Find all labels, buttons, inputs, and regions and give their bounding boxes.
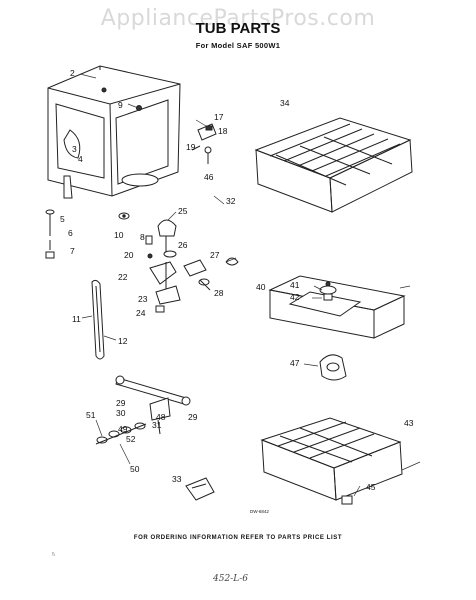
callout-49: 49 [118,424,128,434]
tub-assembly [47,65,181,197]
part-33 [185,477,215,501]
callout-40: 40 [256,282,266,292]
watermark: AppliancePartsPros.com [100,6,376,31]
callout-6: 6 [68,228,73,238]
callout-30: 30 [116,408,126,418]
callout-2: 2 [70,68,75,78]
callout-41: 41 [290,280,300,290]
callout-42: 42 [290,292,300,302]
upper-rack-34 [254,117,413,213]
lower-spray-arm-box [268,275,406,339]
spray-arm-hub-47 [319,354,347,381]
callout-43: 43 [404,418,414,428]
figure-code: DW-6842 [250,509,269,514]
callout-9: 9 [118,100,123,110]
nozzle-parts-49-52 [95,422,147,445]
pump-assembly [145,219,181,313]
callout-5: 5 [60,214,65,224]
callout-31: 31 [152,420,162,430]
callout-20: 20 [124,250,134,260]
callout-45: 45 [366,482,376,492]
callout-labels: 2 3 4 5 6 7 8 9 10 11 12 17 18 19 20 22 … [60,68,414,492]
callout-11: 11 [72,314,81,324]
callout-10: 10 [114,230,124,240]
callout-8: 8 [140,232,145,242]
callout-27: 27 [210,250,220,260]
bracket-17-18 [191,123,217,164]
callout-33: 33 [172,474,182,484]
drain-parts-left [45,175,73,259]
ordering-footer-note: FOR ORDERING INFORMATION REFER TO PARTS … [133,535,343,541]
callout-25: 25 [178,206,188,216]
margin-mark: \\ [52,552,55,558]
valve-parts-27-28 [183,257,239,291]
callout-51: 51 [86,410,96,420]
callout-3: 3 [72,144,77,154]
lower-rack-43 [260,417,403,505]
leader-lines [79,73,421,497]
callout-4: 4 [78,154,83,164]
callout-22: 22 [118,272,128,282]
screw-9 [136,105,142,111]
callout-28: 28 [214,288,224,298]
callout-26: 26 [178,240,188,250]
callout-24: 24 [136,308,146,318]
callout-29a: 29 [116,398,126,408]
handwritten-note: 452-L-6 [213,574,248,584]
fastener-10 [118,212,130,220]
callout-52: 52 [126,434,136,444]
callout-48: 48 [156,412,166,422]
callout-23: 23 [138,294,148,304]
diagram-subtitle: For Model SAF 500W1 [195,41,281,50]
spray-tube-assembly [115,375,191,435]
callout-19: 19 [186,142,196,152]
callout-47: 47 [290,358,300,368]
callout-12: 12 [118,336,128,346]
gasket-11-12 [91,279,105,360]
callout-17: 17 [214,112,224,122]
callout-18: 18 [218,126,228,136]
callout-50: 50 [130,464,140,474]
diagram-title: TUB PARTS [195,20,281,37]
callout-46: 46 [204,172,214,182]
callout-32: 32 [226,196,236,206]
callout-29b: 29 [188,412,198,422]
callout-34: 34 [280,98,290,108]
callout-7: 7 [70,246,75,256]
